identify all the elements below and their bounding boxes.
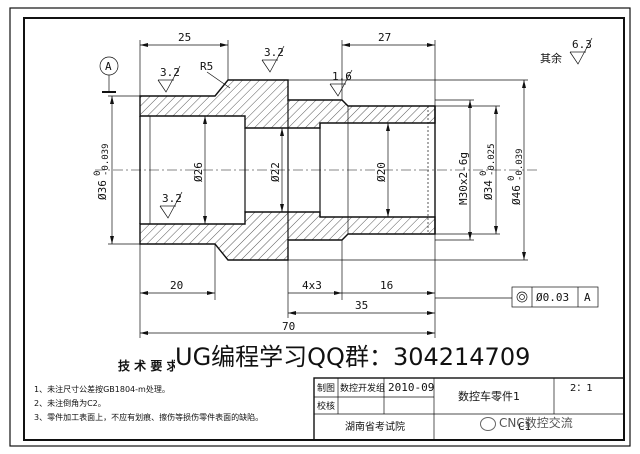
roughness-bore: 3.2 bbox=[159, 191, 183, 219]
roughness-thread: 1.6 bbox=[329, 69, 353, 97]
dim-dia-36: Ø36 bbox=[96, 180, 109, 200]
dim-dia-34-tol: -0.025 bbox=[487, 143, 497, 176]
tb-scale: 2：1 bbox=[570, 383, 593, 394]
tech-req-2: 2、未注倒角为C2。 bbox=[34, 398, 106, 408]
watermark: CNC数控交流 bbox=[480, 414, 573, 431]
dim-groove: 4x3 bbox=[302, 279, 322, 292]
gt-value: Ø0.03 bbox=[536, 291, 569, 304]
tb-date: 2010-09 bbox=[388, 381, 434, 394]
dim-35: 35 bbox=[355, 299, 368, 312]
svg-text:3.2: 3.2 bbox=[162, 192, 182, 205]
qq-group-banner: UG编程学习QQ群：304214709 bbox=[175, 340, 620, 374]
dim-dia-36-zero: 0 bbox=[93, 171, 103, 176]
title-block: 制图 数控开发组 2010-09 校核 数控车零件1 2：1 湖南省考试院 C1 bbox=[313, 377, 625, 441]
svg-text:6.3: 6.3 bbox=[572, 38, 592, 51]
dim-25: 25 bbox=[178, 31, 191, 44]
tb-drawn-by: 数控开发组 bbox=[340, 382, 385, 394]
dim-dia-46-zero: 0 bbox=[507, 176, 517, 181]
dim-20: 20 bbox=[170, 279, 183, 292]
dim-thread: M30x2-6g bbox=[457, 152, 470, 205]
radius-label: R5 bbox=[200, 60, 213, 73]
svg-text:3.2: 3.2 bbox=[160, 66, 180, 79]
roughness-rest: 其余 6.3 bbox=[540, 37, 593, 65]
svg-text:1.6: 1.6 bbox=[332, 70, 352, 83]
watermark-text: CNC数控交流 bbox=[499, 416, 573, 430]
dim-dia-36-tol: -0.039 bbox=[101, 143, 111, 176]
svg-text:其余: 其余 bbox=[540, 51, 562, 65]
dim-27: 27 bbox=[378, 31, 391, 44]
tb-org: 湖南省考试院 bbox=[345, 420, 405, 433]
outer-border bbox=[9, 7, 631, 447]
roughness-mid-top: 3.2 bbox=[261, 45, 285, 73]
tech-req-3: 3、零件加工表面上，不应有划痕、擦伤等损伤零件表面的缺陷。 bbox=[34, 412, 263, 422]
dim-dia-34: Ø34 bbox=[482, 180, 495, 200]
geometric-tolerance-frame: Ø0.03 A bbox=[435, 286, 599, 308]
tech-req-1: 1、未注尺寸公差按GB1804-m处理。 bbox=[34, 384, 170, 394]
roughness-left-top: 3.2 bbox=[157, 65, 181, 93]
svg-text:3.2: 3.2 bbox=[264, 46, 284, 59]
dim-dia-22: Ø22 bbox=[269, 162, 282, 182]
tb-part-name: 数控车零件1 bbox=[458, 389, 520, 403]
tb-check-label: 校核 bbox=[317, 400, 335, 412]
dim-dia-34-zero: 0 bbox=[479, 171, 489, 176]
wechat-icon bbox=[480, 416, 496, 431]
tb-sheet: C1 bbox=[518, 420, 531, 433]
dim-70: 70 bbox=[282, 320, 295, 333]
dim-dia-46: Ø46 bbox=[510, 185, 523, 205]
dim-dia-20: Ø20 bbox=[375, 162, 388, 182]
datum-label: A bbox=[105, 60, 112, 73]
dim-dia-46-tol: -0.039 bbox=[515, 148, 525, 181]
tb-drawn-label: 制图 bbox=[317, 382, 335, 394]
tech-req-title: 技 术 要 求 bbox=[118, 358, 180, 373]
dim-16: 16 bbox=[380, 279, 393, 292]
gt-datum: A bbox=[584, 291, 591, 304]
dim-dia-26: Ø26 bbox=[192, 162, 205, 182]
radius-leader bbox=[206, 71, 231, 89]
